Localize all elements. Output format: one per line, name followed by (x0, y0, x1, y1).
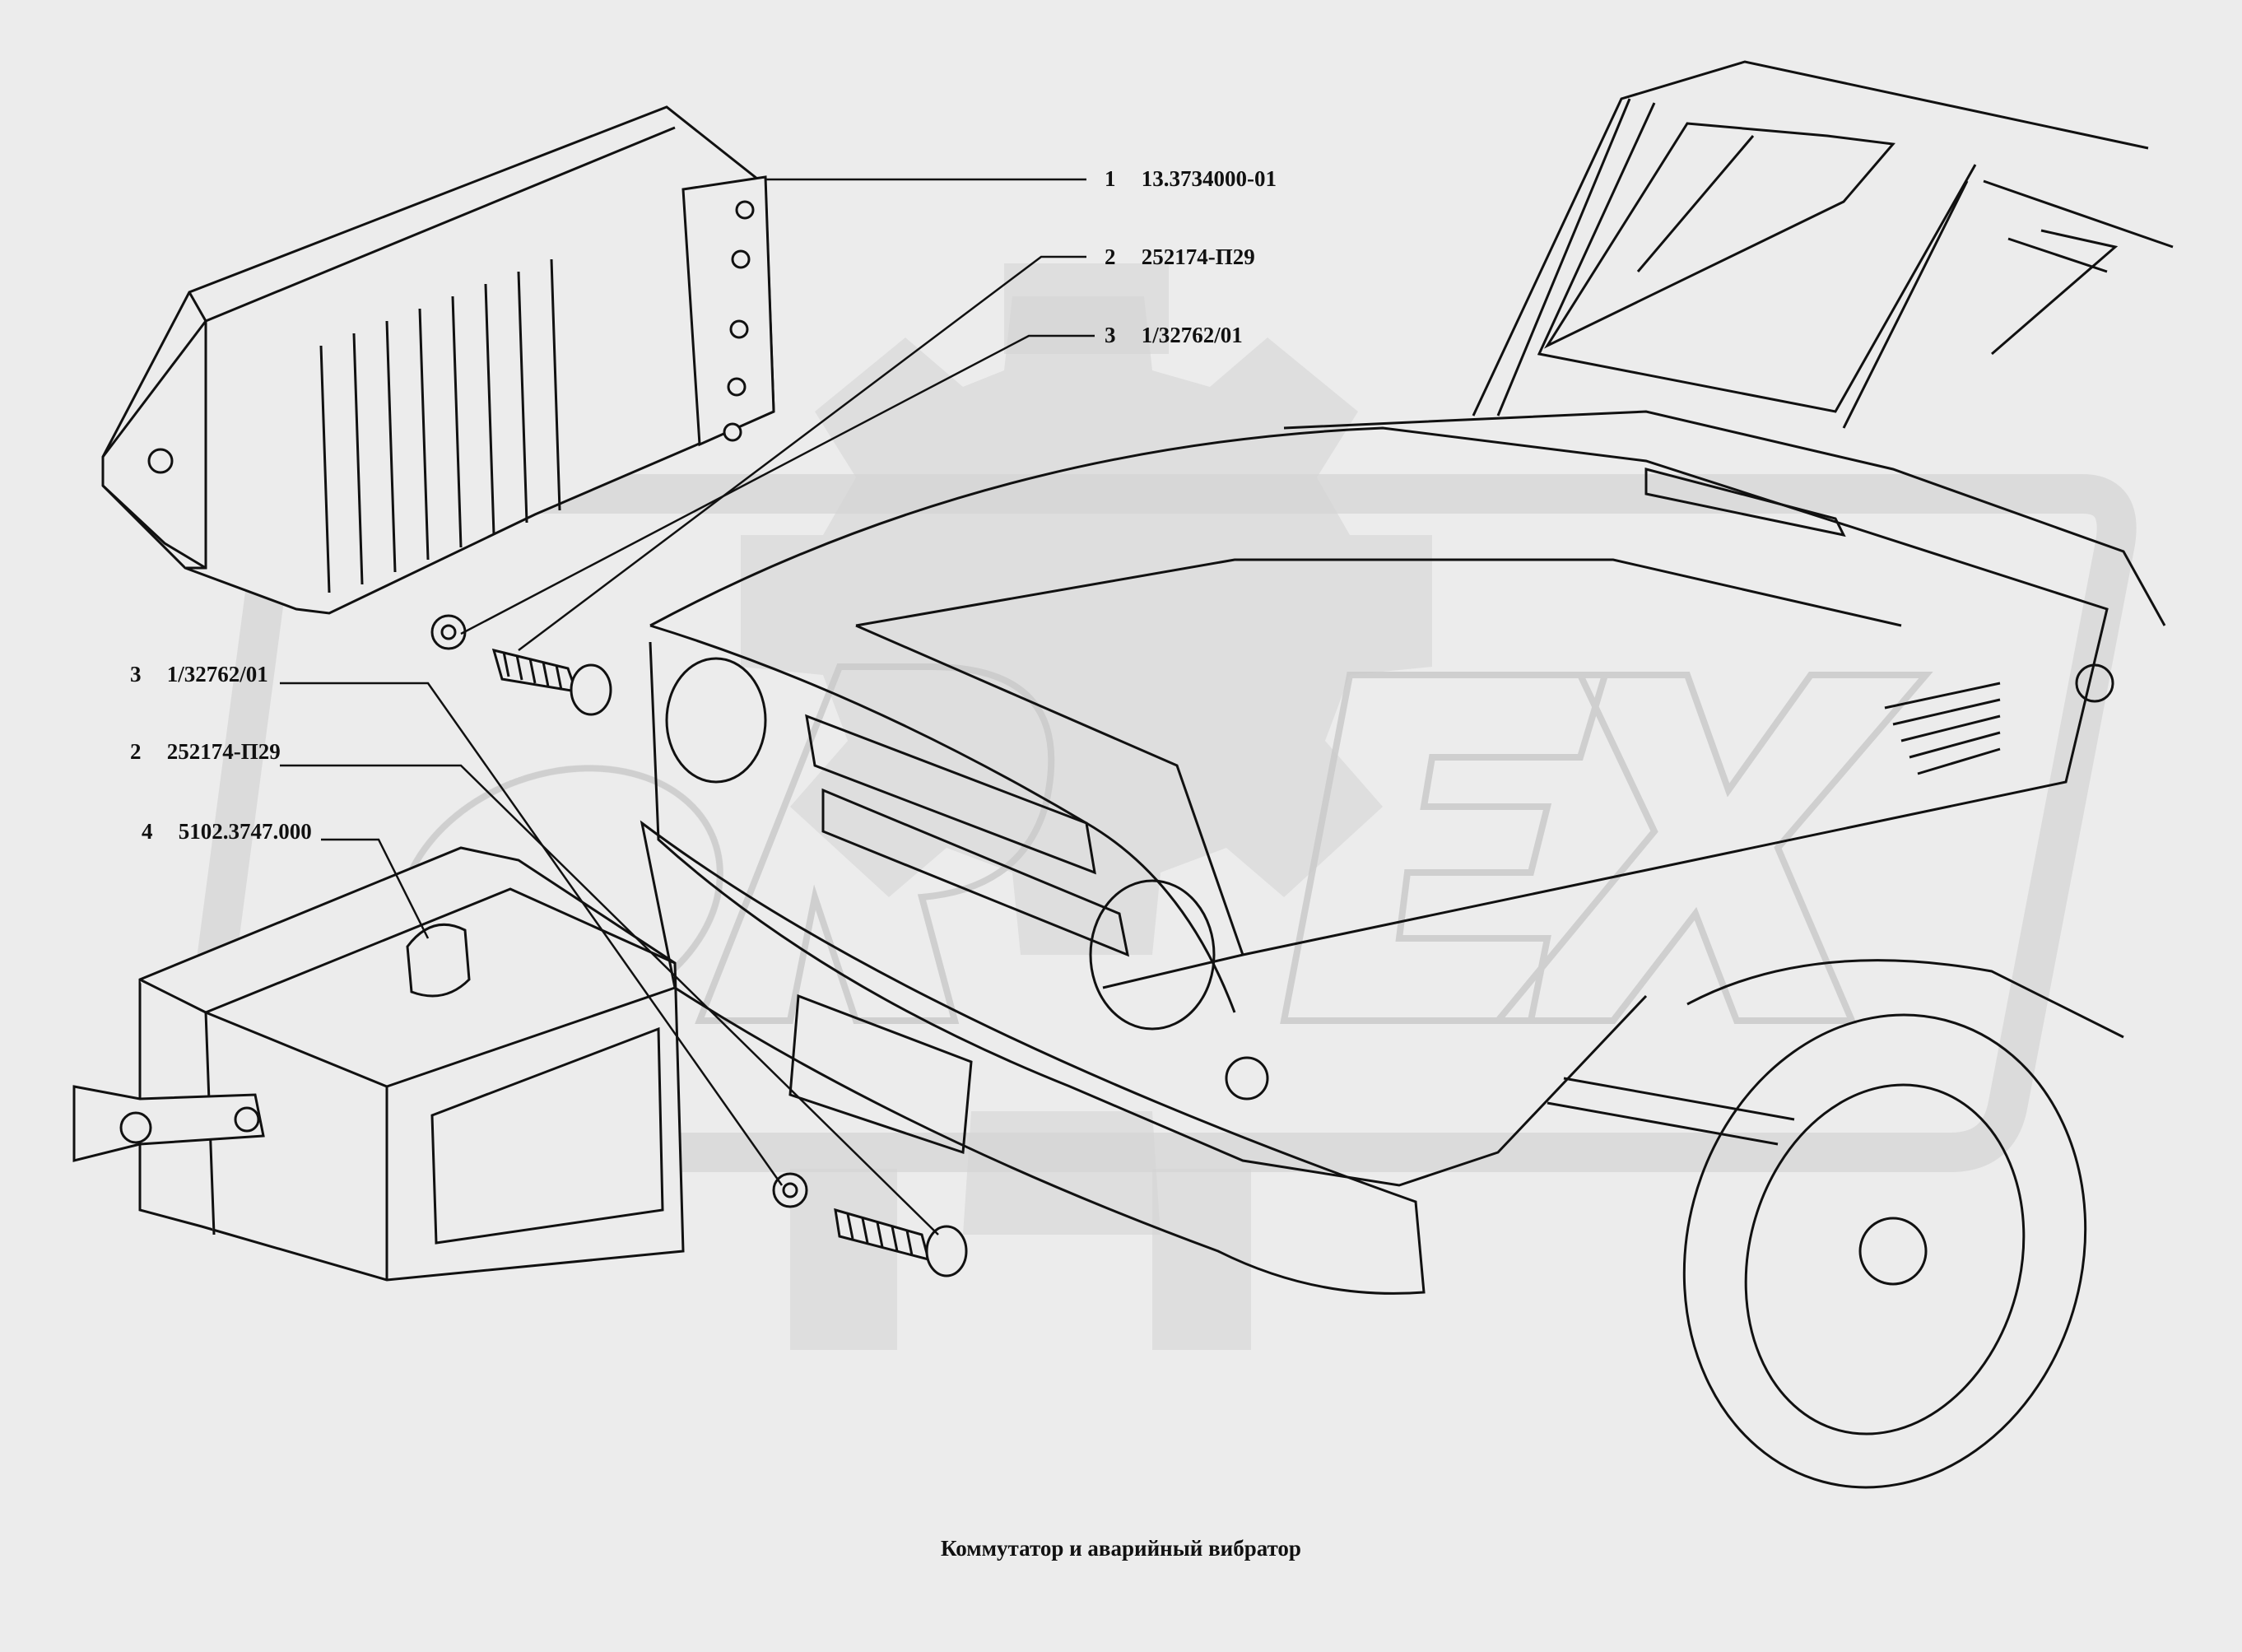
screw-part-2-top (491, 648, 612, 716)
callout-number: 3 (130, 662, 142, 686)
callout-1-commutator: 1 13.3734000-01 (1105, 166, 1277, 192)
callout-3-washer-bottom: 3 1/32762/01 (130, 662, 268, 687)
part-code: 252174-П29 (166, 739, 281, 764)
callout-2-screw-bottom: 2 252174-П29 (130, 739, 281, 765)
callout-number: 4 (142, 819, 153, 844)
diagram-caption: Коммутатор и аварийный вибратор (941, 1536, 1301, 1561)
callout-3-washer-top: 3 1/32762/01 (1105, 323, 1243, 348)
part-code: 5102.3747.000 (178, 819, 312, 844)
callout-2-screw-top: 2 252174-П29 (1105, 244, 1255, 270)
part-code: 13.3734000-01 (1141, 166, 1277, 191)
emergency-vibrator-part-4 (72, 846, 685, 1282)
part-code: 252174-П29 (1141, 244, 1255, 269)
callout-number: 2 (130, 739, 142, 764)
commutator-module-part-1 (101, 105, 775, 615)
vehicle-front (640, 60, 2174, 1489)
lock-washer-part-3-bottom (772, 1172, 808, 1208)
screw-part-2-bottom (834, 1208, 968, 1277)
callout-number: 1 (1105, 166, 1116, 191)
lock-washer-part-3-top (430, 614, 467, 650)
callout-number: 2 (1105, 244, 1116, 269)
part-code: 1/32762/01 (1141, 323, 1243, 347)
part-code: 1/32762/01 (166, 662, 268, 686)
callout-4-vibrator: 4 5102.3747.000 (142, 819, 312, 845)
leader-lines (280, 178, 1095, 1236)
callout-number: 3 (1105, 323, 1116, 347)
